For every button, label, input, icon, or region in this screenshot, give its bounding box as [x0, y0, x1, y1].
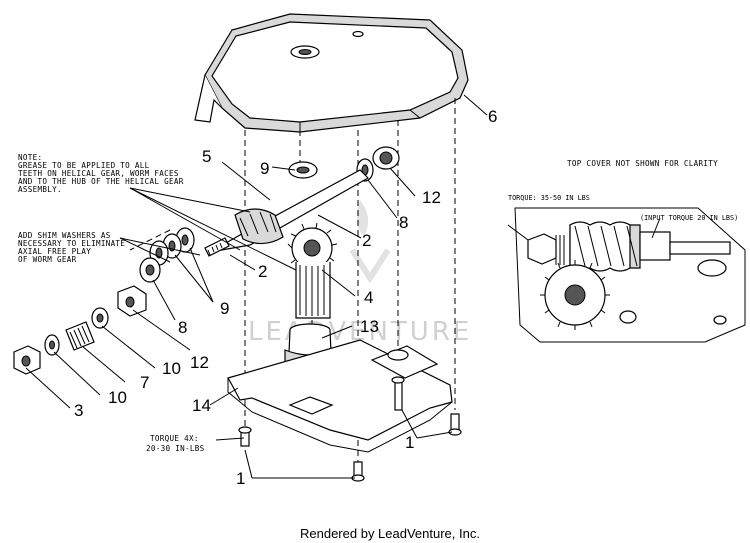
callout-7: 7 — [140, 373, 149, 392]
callout-9-top: 9 — [260, 159, 269, 178]
inset-drawing — [507, 207, 746, 343]
grease-note-line-4: AND TO THE HUB OF THE HELICAL GEAR — [18, 177, 184, 186]
grease-note-line-3: TEETH ON HELICAL GEAR, WORM FACES — [18, 169, 179, 178]
callout-8-left: 8 — [178, 318, 187, 337]
input-torque-note: (INPUT TORQUE 20 IN LBS) — [640, 214, 738, 222]
callout-10-upper: 10 — [162, 359, 181, 378]
callout-9-left: 9 — [220, 299, 229, 318]
grease-note: NOTE: GREASE TO BE APPLIED TO ALL TEETH … — [18, 153, 184, 194]
callout-1-bottom: 1 — [236, 469, 245, 488]
callout-8-top: 8 — [399, 213, 408, 232]
leader-lines — [25, 94, 488, 479]
callout-6: 6 — [488, 107, 497, 126]
base-plate — [227, 339, 453, 453]
shim-note-line-2: NECESSARY TO ELIMINATE — [18, 239, 125, 248]
callout-13: 13 — [360, 317, 379, 336]
shim-note: ADD SHIM WASHERS AS NECESSARY TO ELIMINA… — [18, 231, 125, 264]
top-bushings — [288, 146, 400, 182]
helical-gear — [287, 222, 338, 319]
callout-5: 5 — [202, 147, 211, 166]
shim-note-line-3: AXIAL FREE PLAY — [18, 247, 91, 256]
torque-4x-line-2: 20-30 IN-LBS — [146, 444, 205, 453]
grease-note-line-1: NOTE: — [18, 153, 42, 162]
callout-14: 14 — [192, 396, 211, 415]
top-cover — [194, 13, 469, 133]
torque-4x-note: TORQUE 4X: 20-30 IN-LBS — [146, 434, 205, 453]
callout-3: 3 — [74, 401, 83, 420]
callout-10-lower: 10 — [108, 388, 127, 407]
grease-note-line-5: ASSEMBLY. — [18, 185, 62, 194]
footer-credit: Rendered by LeadVenture, Inc. — [300, 526, 480, 541]
left-hardware — [13, 227, 195, 375]
top-cover-note: TOP COVER NOT SHOWN FOR CLARITY — [567, 159, 718, 168]
grease-note-line-2: GREASE TO BE APPLIED TO ALL — [18, 161, 150, 170]
callout-2-right: 2 — [362, 231, 371, 250]
worm-gear-shaft — [204, 169, 369, 257]
callouts: 6 5 9 12 8 2 2 9 4 8 12 13 10 7 10 3 14 … — [74, 107, 497, 488]
torque-inset-note: TORQUE: 35-50 IN LBS — [508, 194, 590, 202]
callout-1-right: 1 — [405, 433, 414, 452]
callout-2-left: 2 — [258, 262, 267, 281]
shim-note-line-4: OF WORM GEAR — [18, 255, 77, 264]
callout-12-left: 12 — [190, 353, 209, 372]
callout-12-top: 12 — [422, 188, 441, 207]
callout-4: 4 — [364, 288, 373, 307]
screws — [238, 376, 462, 482]
torque-4x-line-1: TORQUE 4X: — [150, 434, 199, 443]
shim-note-line-1: ADD SHIM WASHERS AS — [18, 231, 111, 240]
